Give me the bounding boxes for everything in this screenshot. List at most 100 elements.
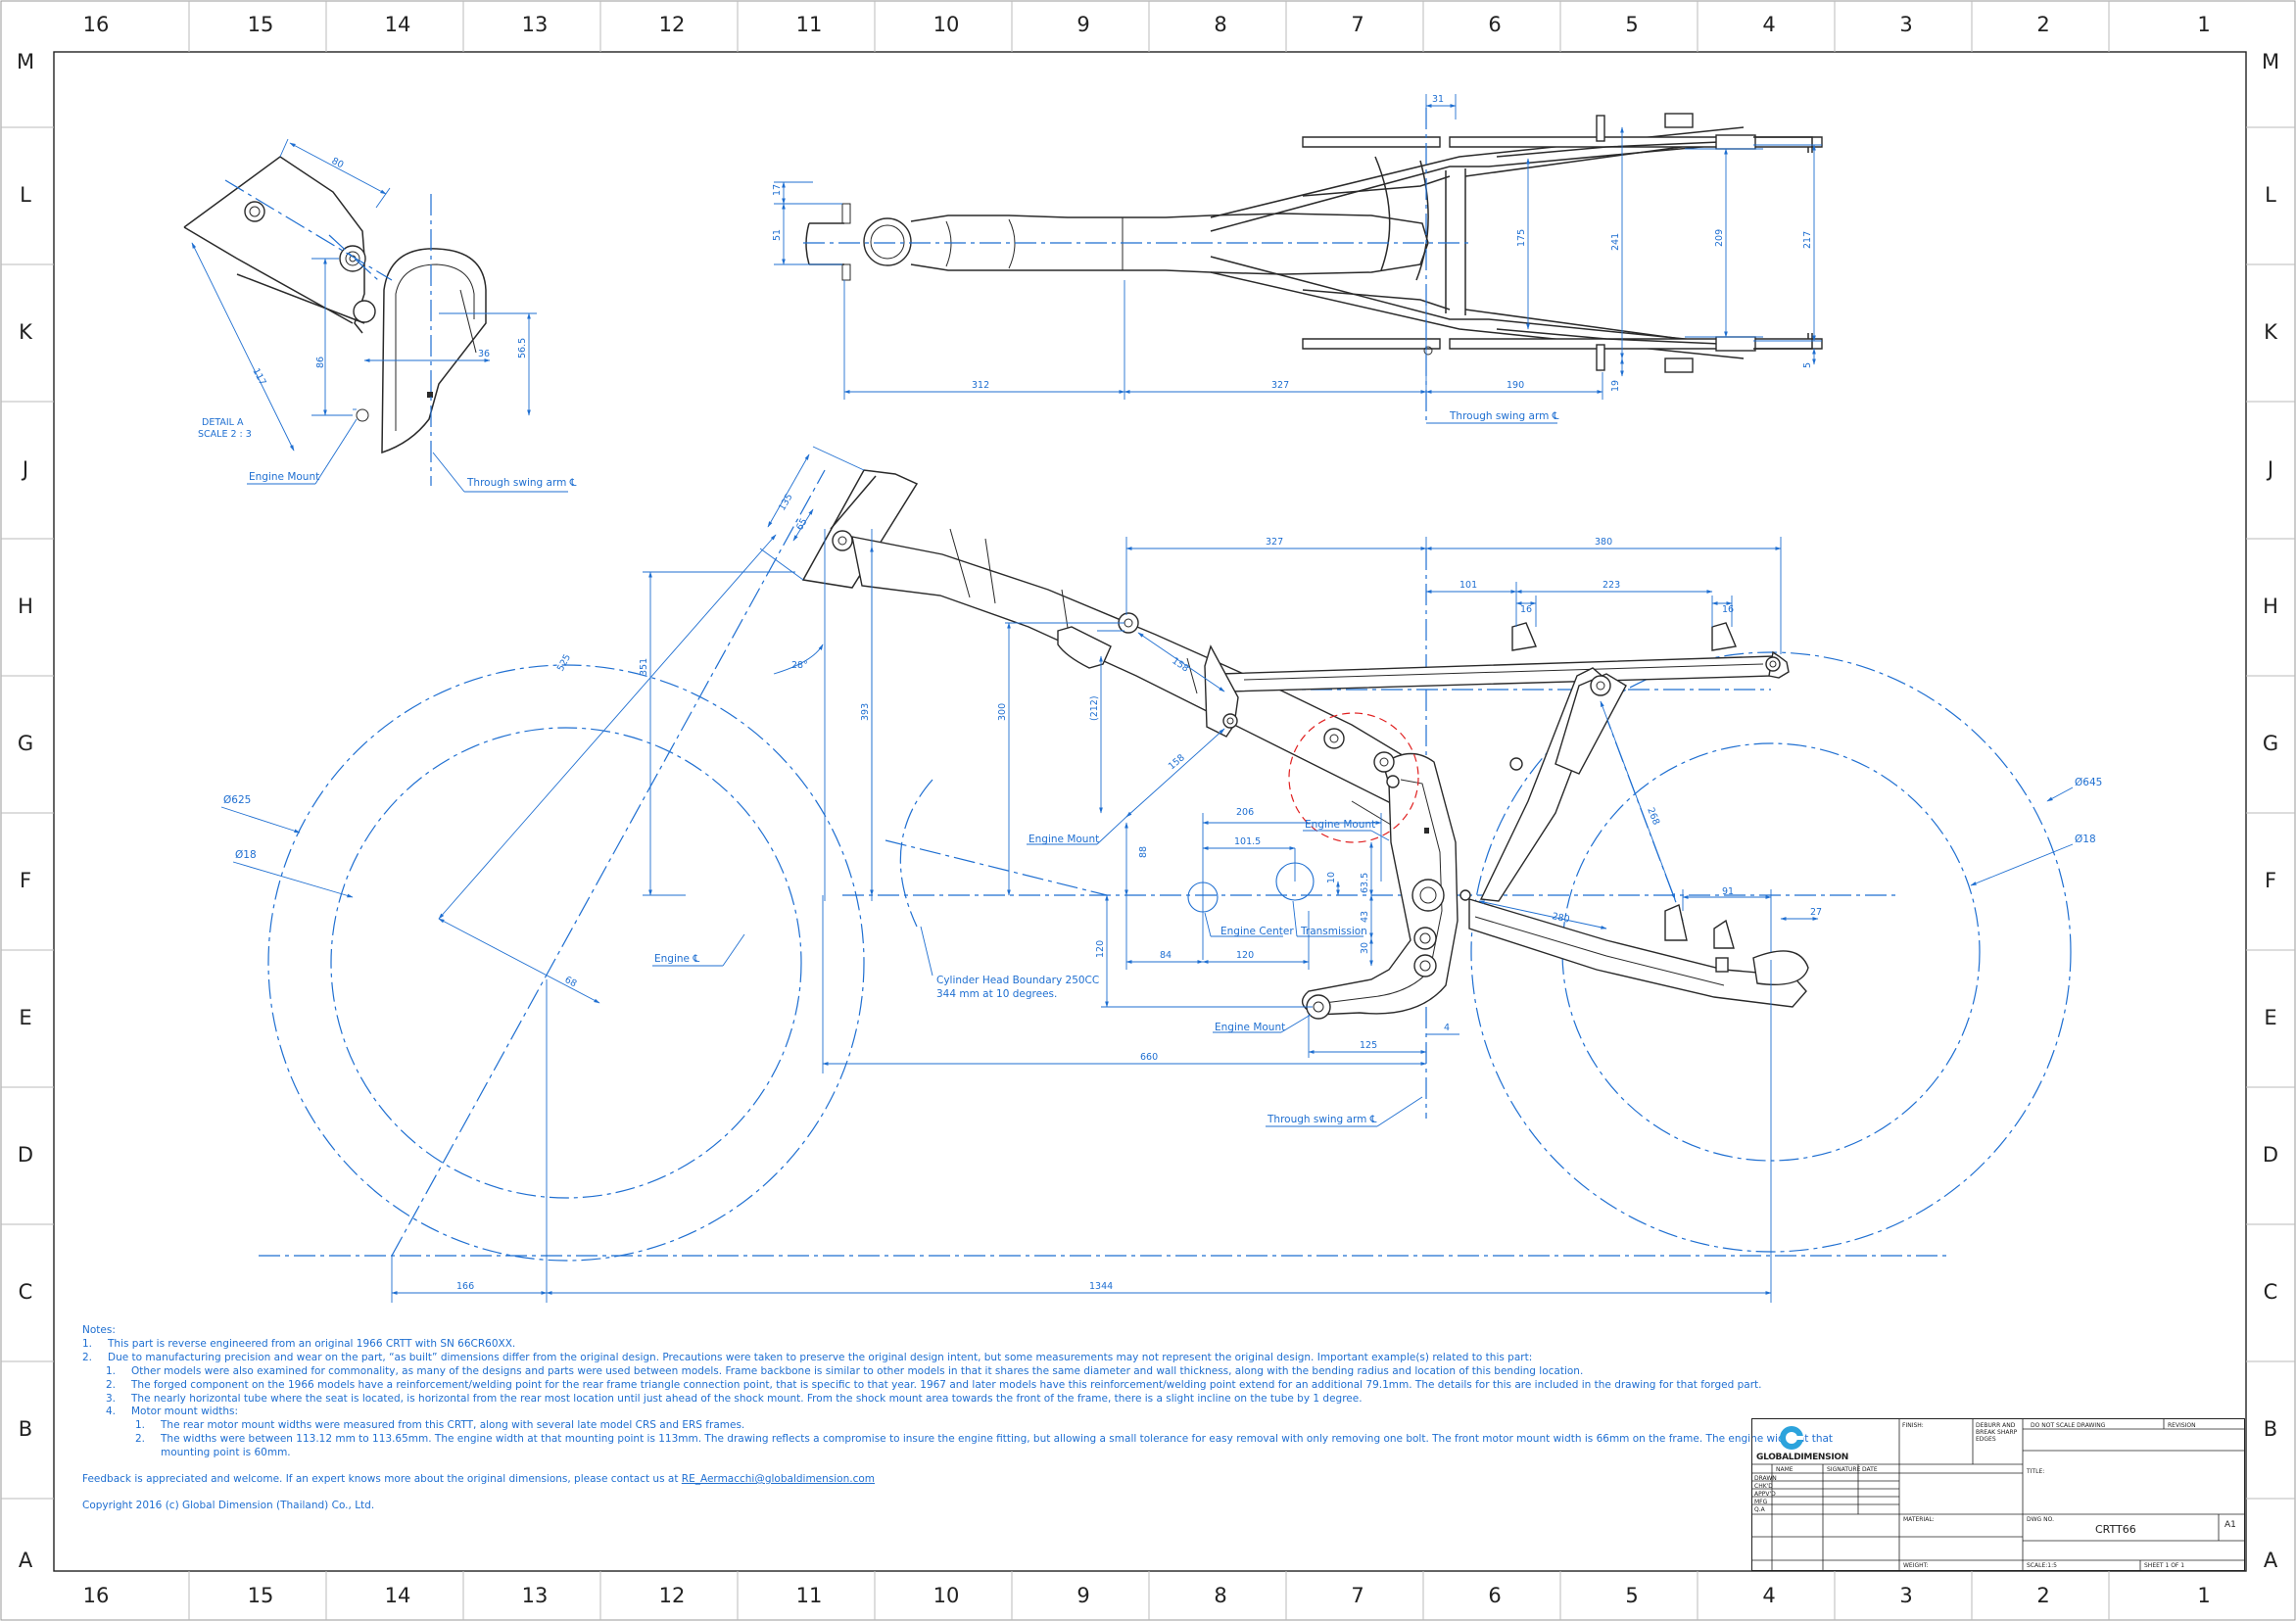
cylinder-head-label-line1: Cylinder Head Boundary 250CC: [936, 975, 1099, 986]
cylinder-head-label-line2: 344 mm at 10 degrees.: [936, 988, 1057, 1000]
zone-labels-top: 16 15 14 13 12 11 10 9 8 7 6 5 4 3 2 1: [83, 13, 2211, 36]
engine-mount-label-rear: Engine Mount: [1305, 819, 1375, 831]
dim-63-5: 63.5: [1360, 873, 1370, 893]
top-view-dimensions: 31 17 51 312 327 190 175 241 209 217 19: [772, 94, 1822, 400]
title-block-grid: [1752, 1419, 2244, 1570]
zone-row-label: M: [2262, 50, 2279, 73]
zone-col-label: 10: [933, 1584, 960, 1607]
rear-wheel-dia-18: Ø18: [2075, 834, 2096, 845]
dim-101-5: 101.5: [1234, 836, 1261, 847]
dim-16-b: 16: [1722, 604, 1734, 615]
zone-col-label: 11: [796, 1584, 823, 1607]
note-1: This part is reverse engineered from an …: [108, 1337, 516, 1350]
dim-19: 19: [1610, 380, 1621, 392]
dim-175: 175: [1516, 229, 1527, 247]
zone-row-label: M: [17, 50, 34, 73]
top-view-frame-outline: [805, 113, 1823, 373]
zone-col-label: 5: [1625, 1584, 1638, 1607]
detail-a-engine-mount-label: Engine Mount: [249, 471, 319, 483]
engine-center-label: Engine Center: [1220, 926, 1294, 937]
zone-row-label: J: [21, 457, 28, 481]
zone-col-label: 16: [83, 1584, 110, 1607]
zone-row-label: D: [18, 1143, 33, 1167]
dim-660: 660: [1140, 1052, 1158, 1063]
side-view: 135 65 525 351 393 28° 300 (212) 158 158: [220, 446, 2102, 1303]
contact-email-link[interactable]: RE_Aermacchi@globaldimension.com: [681, 1473, 876, 1486]
sheet-size: A1: [2224, 1520, 2236, 1530]
dim-312: 312: [972, 380, 989, 391]
zone-row-label: H: [18, 595, 33, 618]
zone-col-label: 16: [83, 13, 110, 36]
zone-col-label: 9: [1076, 1584, 1089, 1607]
detail-a-centerlines: [224, 179, 432, 486]
zone-col-label: 2: [2036, 1584, 2049, 1607]
note-2-4-1: The rear motor mount widths were measure…: [161, 1419, 745, 1432]
dim-27: 27: [1810, 907, 1822, 918]
dim-91: 91: [1722, 886, 1734, 897]
zone-labels-bottom: 16 15 14 13 12 11 10 9 8 7 6 5 4 3 2 1: [83, 1584, 2211, 1607]
detail-a-callout-circle: [1288, 712, 1419, 843]
dim-268: 268: [1645, 806, 1661, 827]
note-2-4-2: The widths were between 113.12 mm to 113…: [161, 1433, 1834, 1446]
zone-col-label: 12: [659, 1584, 686, 1607]
dim-525: 525: [555, 652, 573, 673]
zone-row-label: C: [2264, 1280, 2278, 1304]
zone-col-label: 12: [659, 13, 686, 36]
zone-col-label: 11: [796, 13, 823, 36]
dim-351: 351: [639, 658, 649, 676]
approved-row-label: APPV'D: [1754, 1491, 1776, 1498]
logo-icon: [1780, 1426, 1803, 1450]
dim-212: (212): [1089, 695, 1100, 721]
rear-wheel-dia-645: Ø645: [2075, 777, 2102, 788]
dim-86: 86: [315, 357, 326, 368]
dim-31: 31: [1432, 94, 1444, 105]
zone-row-label: G: [18, 732, 33, 755]
dim-241: 241: [1610, 233, 1621, 251]
material-label: MATERIAL:: [1903, 1516, 1935, 1523]
company-logo-text: GLOBALDIMENSION: [1756, 1453, 1848, 1462]
dim-30: 30: [1360, 942, 1370, 954]
zone-col-label: 14: [385, 13, 411, 36]
zone-labels-left: M L K J H G F E D C B A: [17, 50, 34, 1572]
dim-158-b: 158: [1167, 752, 1187, 772]
zone-col-label: 1: [2197, 1584, 2210, 1607]
front-wheel: [267, 664, 865, 1262]
note-2-4: Motor mount widths:: [131, 1406, 239, 1418]
note-2-1: Other models were also examined for comm…: [131, 1364, 1584, 1377]
front-wheel-dia-625: Ø625: [223, 794, 251, 806]
title-block: GLOBALDIMENSION FINISH: DEBURR AND BREAK…: [1751, 1418, 2245, 1571]
zone-col-label: 10: [933, 13, 960, 36]
side-view-frame: [801, 469, 1809, 1020]
date-column-label: DATE: [1862, 1466, 1878, 1473]
dim-125: 125: [1360, 1040, 1377, 1051]
detail-a-scale: SCALE 2 : 3: [198, 429, 252, 440]
copyright-text: Copyright 2016 (c) Global Dimension (Tha…: [82, 1499, 375, 1511]
zone-row-label: E: [2264, 1006, 2276, 1029]
dim-166: 166: [456, 1281, 474, 1292]
deburr-label: DEBURR AND BREAK SHARP EDGES: [1976, 1422, 2018, 1443]
dim-51: 51: [772, 229, 783, 241]
dim-209: 209: [1714, 229, 1725, 247]
note-2: Due to manufacturing precision and wear …: [108, 1351, 1533, 1363]
zone-row-label: G: [2263, 732, 2278, 755]
dim-43: 43: [1360, 911, 1370, 923]
dim-117: 117: [250, 366, 267, 387]
dim-380: 380: [1595, 537, 1612, 548]
finish-label: FINISH:: [1902, 1422, 1924, 1429]
zone-col-label: 14: [385, 1584, 411, 1607]
zone-row-label: L: [20, 183, 31, 207]
zone-col-label: 2: [2036, 13, 2049, 36]
dim-68: 68: [563, 975, 579, 989]
zone-col-label: 5: [1625, 13, 1638, 36]
feedback-text: Feedback is appreciated and welcome. If …: [82, 1473, 682, 1486]
revision-label: REVISION: [2168, 1422, 2196, 1429]
zone-col-label: 13: [522, 1584, 549, 1607]
zone-col-label: 8: [1214, 1584, 1226, 1607]
zone-col-label: 15: [248, 1584, 274, 1607]
checked-row-label: CHK'D: [1754, 1483, 1773, 1490]
zone-col-label: 4: [1762, 1584, 1775, 1607]
do-not-scale-label: DO NOT SCALE DRAWING: [2031, 1422, 2106, 1429]
zone-col-label: 8: [1214, 13, 1226, 36]
